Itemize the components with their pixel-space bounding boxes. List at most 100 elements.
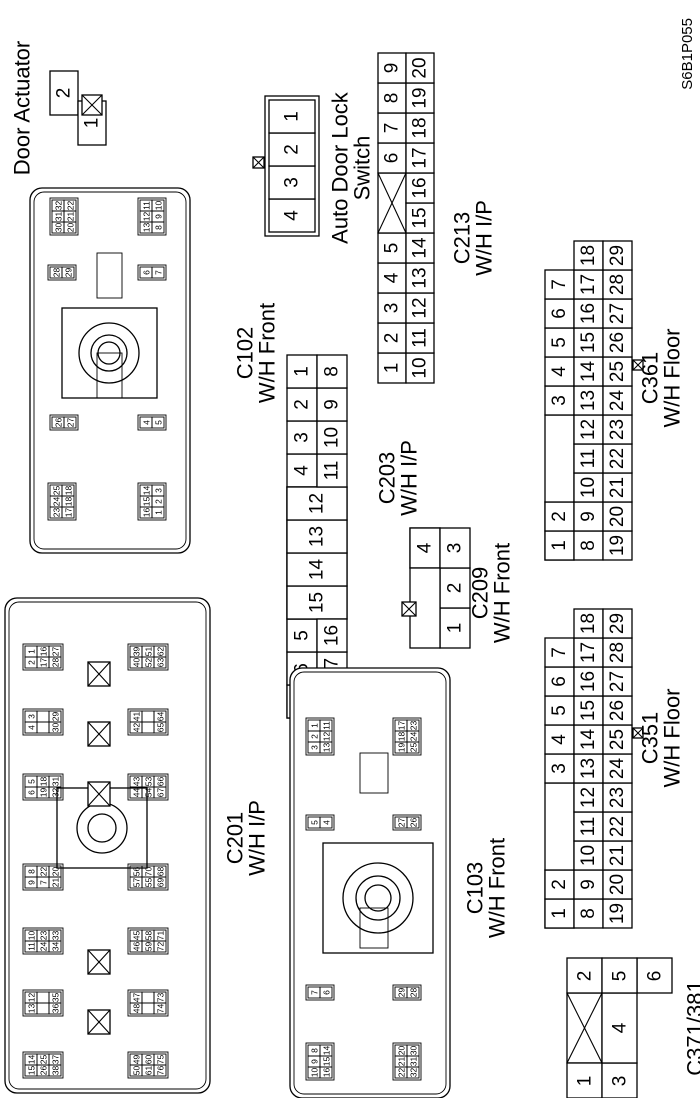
pin-number: 31 xyxy=(409,1057,419,1067)
pin-number: 73 xyxy=(156,993,166,1003)
pin-number: 3 xyxy=(154,488,164,493)
pin-number: 5 xyxy=(27,779,37,784)
connector-harness: W/H I/P xyxy=(245,800,270,876)
pin-number: 27 xyxy=(397,818,407,828)
pin-group-frame xyxy=(127,863,169,891)
pin-cell xyxy=(153,645,167,658)
pin-number: 21 xyxy=(66,212,76,222)
key-cross xyxy=(81,94,103,116)
pin-number: 1 xyxy=(445,623,466,634)
pin-number: 1 xyxy=(292,366,313,377)
pin-number: 15 xyxy=(578,332,599,353)
pin-number: 14 xyxy=(27,1055,37,1065)
pin-number: 17 xyxy=(578,274,599,295)
pin-cell xyxy=(601,957,638,994)
pin-cell xyxy=(49,70,79,116)
socket-slot xyxy=(359,907,389,949)
pin-number: 12 xyxy=(410,297,431,318)
pin-number: 2 xyxy=(445,583,466,594)
connector-name: C213 xyxy=(450,212,475,265)
cross-line xyxy=(87,661,111,687)
pin-number: 8 xyxy=(578,908,599,919)
pin-number: 1 xyxy=(575,1076,596,1087)
pin-group-frame xyxy=(47,482,77,521)
pin-number: 21 xyxy=(397,1057,407,1067)
pin-number: 68 xyxy=(156,867,166,877)
pin-number: 1 xyxy=(382,363,403,374)
connector-harness: W/H Floor xyxy=(660,689,685,788)
pin-number: 53 xyxy=(144,777,154,787)
socket-slot xyxy=(359,752,389,794)
pin-number: 23 xyxy=(39,931,49,941)
pin-number: 72 xyxy=(156,942,166,952)
pin-number: 30 xyxy=(51,723,61,733)
pin-cell xyxy=(268,99,316,134)
pin-number: 48 xyxy=(132,1004,142,1014)
pin-cell xyxy=(405,52,435,84)
pin-group-frame xyxy=(49,197,79,236)
pin-number: 3 xyxy=(282,177,303,188)
socket-slot xyxy=(96,252,123,299)
pin-cell xyxy=(61,484,75,497)
pin-cell xyxy=(48,1053,62,1066)
pin-number: 6 xyxy=(322,990,332,995)
pin-number: 23 xyxy=(607,787,628,808)
pin-number: 4 xyxy=(415,542,436,553)
pin-number: 13 xyxy=(322,743,332,753)
pin-number: 29 xyxy=(51,712,61,722)
pin-cell xyxy=(151,199,165,212)
pin-number: 19 xyxy=(607,903,628,924)
pin-number: 5 xyxy=(292,630,313,641)
pin-number: 5 xyxy=(154,420,164,425)
pin-number: 16 xyxy=(410,177,431,198)
pin-number: 7 xyxy=(549,647,570,658)
pin-number: 11 xyxy=(578,817,599,837)
pin-number: 9 xyxy=(382,63,403,74)
pin-number: 4 xyxy=(322,820,332,825)
pin-number: 13 xyxy=(27,1004,37,1014)
pin-cell xyxy=(153,710,167,723)
pin-number: 6 xyxy=(645,971,666,982)
connector-harness: W/H Front xyxy=(485,838,510,938)
pin-number: 25 xyxy=(409,743,419,753)
pin-number: 11 xyxy=(142,201,152,210)
pin-number: 3 xyxy=(549,763,570,774)
pin-number: 20 xyxy=(66,223,76,233)
pin-cell xyxy=(153,991,167,1004)
pin-number: 30 xyxy=(54,223,64,233)
pin-number: 17 xyxy=(64,508,74,518)
pin-number: 63 xyxy=(156,658,166,668)
pin-number: 70 xyxy=(144,867,154,877)
pin-number: 12 xyxy=(578,787,599,808)
pin-number: 14 xyxy=(578,729,599,751)
pin-number: 65 xyxy=(156,723,166,733)
pin-group-frame xyxy=(392,1042,422,1081)
connector-name: C201 xyxy=(223,812,248,865)
connector-harness: W/H Front xyxy=(255,303,280,403)
pin-number: 5 xyxy=(310,820,320,825)
pin-group-frame xyxy=(22,773,64,801)
pin-number: 3 xyxy=(310,745,320,750)
pin-number: 1 xyxy=(27,649,37,654)
pin-group-frame xyxy=(305,717,335,756)
c361-connector: 1234567891011121314151617181920212223242… xyxy=(544,240,685,561)
pin-group-frame xyxy=(305,814,335,831)
connector-name: C351 xyxy=(638,712,663,765)
pin-number: 32 xyxy=(409,1068,419,1078)
pin-number: 25 xyxy=(39,1055,49,1065)
pin-number: 6 xyxy=(27,790,37,795)
pin-cell xyxy=(406,719,420,732)
pin-number: 3 xyxy=(549,395,570,406)
pin-number: 21 xyxy=(607,477,628,498)
pin-number: 17 xyxy=(397,721,407,731)
pin-number: 20 xyxy=(607,506,628,527)
pin-number: 4 xyxy=(610,1022,631,1033)
pin-number: 28 xyxy=(607,642,628,663)
pin-number: 31 xyxy=(54,212,64,222)
pin-number: 24 xyxy=(39,942,49,952)
pin-number: 4 xyxy=(382,272,403,283)
